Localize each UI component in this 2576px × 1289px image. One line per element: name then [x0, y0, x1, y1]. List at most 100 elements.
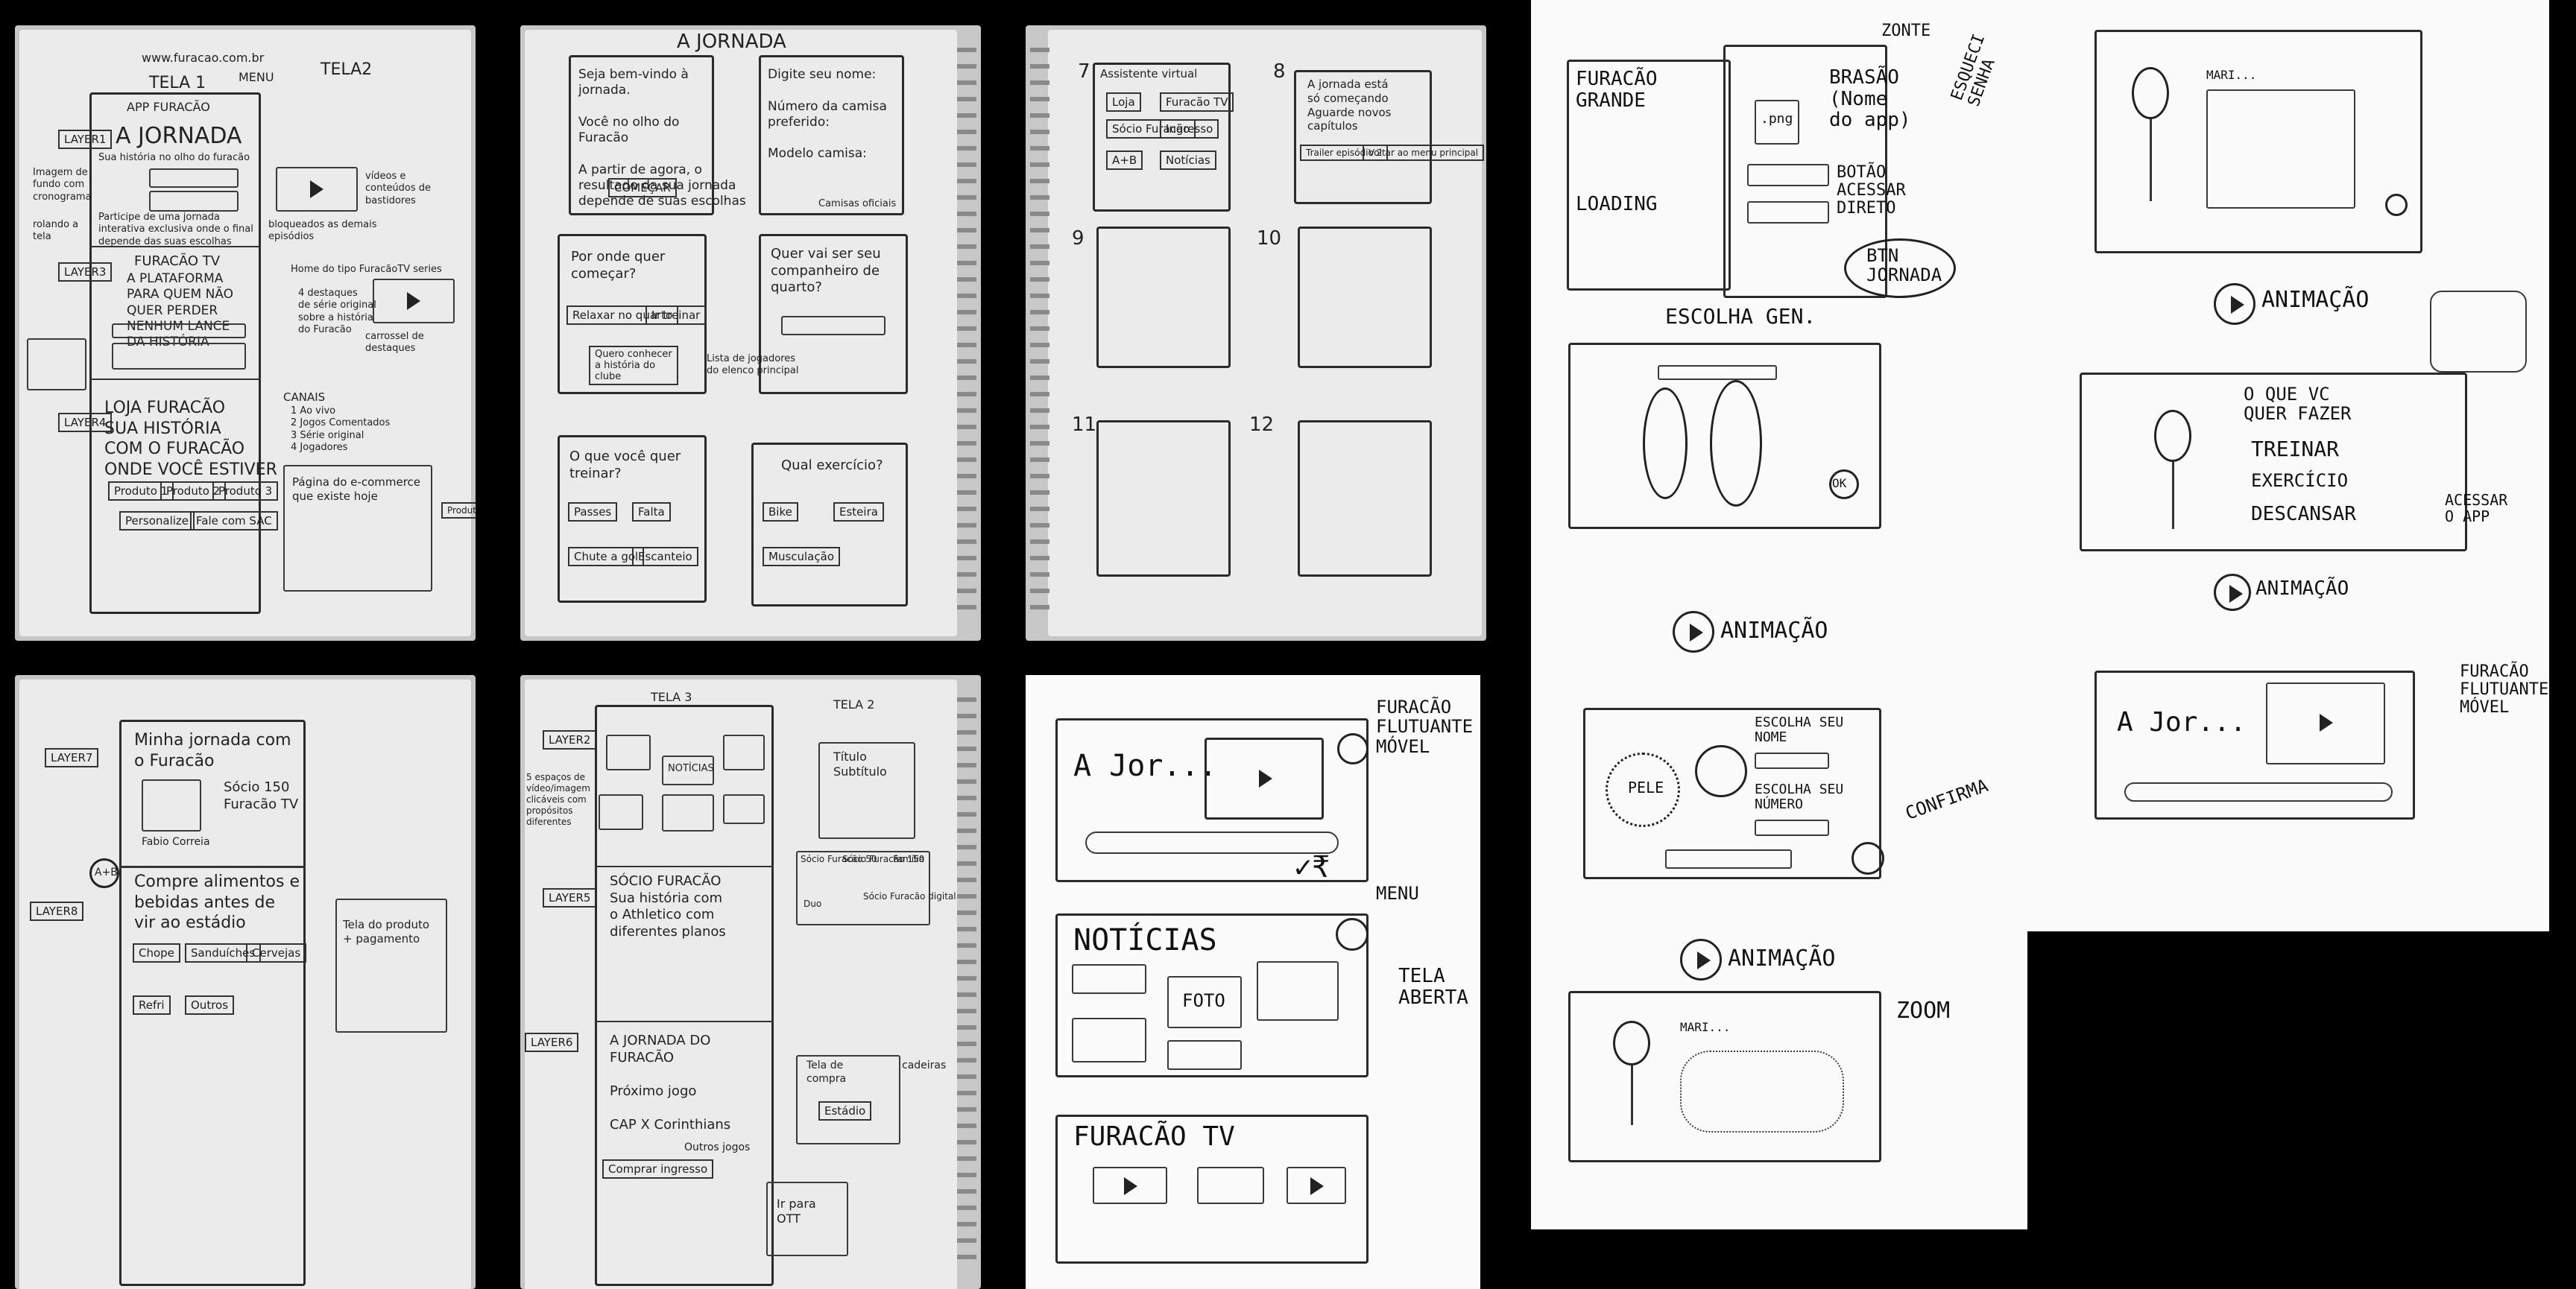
ok-button[interactable] [1829, 469, 1859, 499]
estadio-box: Estádio [818, 1101, 872, 1121]
loja-text: LOJA FURACÃO SUA HISTÓRIA COM O FURACÃO … [104, 399, 277, 479]
tv-video-box [373, 279, 455, 323]
news-tile-3 [723, 735, 765, 770]
jogador-input [781, 316, 886, 335]
ab-text: A+B [95, 867, 118, 878]
furacao-tv-title: FURACÃO TV [1073, 1121, 1235, 1152]
photo-tela3: TELA 3 TELA 2 LAYER2 LAYER5 LAYER6 NOTÍC… [520, 675, 981, 1289]
exercicio-option[interactable]: EXERCÍCIO [2251, 470, 2349, 491]
phone-frame [119, 720, 306, 1286]
home-carousel [2124, 782, 2393, 802]
produto1-box: Produto 1 [108, 481, 174, 501]
cadeiras-label: cadeiras [902, 1060, 947, 1071]
relaxar-button: Relaxar no quarto [566, 305, 679, 325]
socio-text: SÓCIO FURACÃO Sua história com o Athleti… [610, 873, 726, 940]
foto-label: FOTO [1182, 990, 1225, 1011]
item-refri: Refri [133, 995, 171, 1015]
item-outros: Outros [185, 995, 235, 1015]
animacao-2: ANIMAÇÃO [2255, 577, 2349, 600]
pergunta: O QUE VC QUER FAZER [2244, 384, 2352, 425]
carrossel-text: carrossel de destaques [365, 331, 424, 355]
screen-9 [1096, 227, 1231, 368]
tela1-label: TELA 1 [149, 74, 206, 92]
screen-7 [1093, 63, 1231, 212]
furacao-tv-title: FURACÃO TV [134, 253, 221, 269]
ott-box [766, 1182, 848, 1256]
screen-2-text: Digite seu nome: Número da camisa prefer… [768, 67, 887, 162]
shirt-row [1665, 849, 1792, 869]
screen-11 [1096, 420, 1231, 577]
num-9: 9 [1072, 227, 1085, 250]
gender-screen [1568, 343, 1881, 529]
screen-1 [569, 55, 714, 215]
num-12: 12 [1249, 414, 1275, 436]
layer3-tag: LAYER3 [58, 262, 113, 282]
historia-button: Quero conhecer a história do clube [589, 346, 678, 385]
jornada-header: A JORNADA [677, 31, 786, 53]
ecommerce-text: Página do e-commerce que existe hoje [292, 475, 421, 503]
tela2-label: TELA2 [321, 60, 373, 79]
furacao-grande: FURACÃO GRANDE [1576, 68, 1658, 112]
news-tile-1 [606, 735, 651, 770]
player-grid [1680, 1051, 1844, 1133]
treinar-option[interactable]: TREINAR [2251, 437, 2340, 461]
side-note: 5 espaços de vídeo/imagem clicáveis com … [526, 772, 590, 827]
video-box [276, 167, 358, 212]
login-input-1 [1747, 164, 1829, 186]
stick-head [2132, 67, 2169, 119]
s7-opt-1: Loja [1106, 92, 1141, 112]
ajor-text: A Jor... [1073, 749, 1217, 783]
menu-label: MENU [1376, 883, 1419, 904]
num-11: 11 [1072, 414, 1097, 436]
profile-photo [142, 779, 201, 832]
num-8: 8 [1273, 60, 1286, 83]
news-card-foto [1167, 976, 1242, 1028]
item-sanduiches: Sanduíches [185, 943, 262, 963]
photo-minha-jornada: LAYER7 LAYER8 Minha jornada com o Furacã… [15, 675, 476, 1289]
login-input-2 [1747, 201, 1829, 224]
produto-tela-text: Tela do produto + pagamento [343, 918, 430, 946]
layer1-tag: LAYER1 [58, 130, 113, 149]
check-icon: ✓₹ [1294, 850, 1330, 884]
stick-body-2 [2172, 462, 2174, 529]
play-icon-2 [1680, 939, 1722, 981]
noticias-text: NOTÍCIAS [668, 763, 714, 774]
num-7: 7 [1078, 60, 1090, 83]
nome-label: ESCOLHA SEU NOME [1755, 715, 1844, 745]
schedule-row [149, 191, 239, 212]
confirm-button[interactable] [1852, 842, 1884, 875]
hero-frame [1055, 718, 1368, 882]
ok-icon[interactable] [2385, 194, 2408, 216]
play-icon [2214, 283, 2255, 325]
layer4-tag: LAYER4 [58, 413, 113, 432]
botao-text: BOTÃO ACESSAR DIRETO [1837, 163, 1906, 218]
stick-body [1631, 1065, 1633, 1125]
plano-1: Sócio Furacão 50 [801, 854, 877, 864]
numero-input [1755, 820, 1829, 836]
animacao-2: ANIMAÇÃO [1728, 946, 1836, 972]
comprar-button: Comprar ingresso [602, 1159, 714, 1179]
participe-text: Participe de uma jornada interativa excl… [98, 212, 253, 247]
avatar-head [1695, 745, 1747, 797]
layer2-tag: LAYER2 [543, 730, 597, 750]
hamburger-icon[interactable] [1337, 733, 1368, 764]
personalize-box: Personalize [119, 511, 195, 531]
zoom-label: ZOOM [1896, 998, 1951, 1024]
sketch-choices: MARI... ANIMAÇÃO O QUE VC QUER FAZER TRE… [2027, 0, 2549, 931]
tv-row-1 [112, 323, 246, 338]
news-tile-5 [662, 794, 714, 832]
descansar-option[interactable]: DESCANSAR [2251, 503, 2356, 525]
ott-text: Ir para OTT [777, 1197, 816, 1226]
outros-jogos: Outros jogos [684, 1141, 751, 1153]
acessar-app: ACESSAR O APP [2445, 491, 2508, 525]
news-card-1 [1072, 964, 1146, 994]
screen-6 [751, 443, 908, 607]
screen-10 [1298, 227, 1432, 368]
menu-icon[interactable] [1336, 918, 1368, 951]
jornada-subtitle: Sua história no olho do furacão [98, 152, 250, 163]
canais-list: 1 Ao vivo 2 Jogos Comentados 3 Série ori… [291, 405, 391, 453]
side-note-1: Imagem de fundo com cronograma [33, 167, 92, 203]
header-url: www.furacao.com.br [142, 51, 265, 65]
loading-text: LOADING [1576, 193, 1658, 215]
s5-opt-1: Passes [568, 502, 618, 522]
